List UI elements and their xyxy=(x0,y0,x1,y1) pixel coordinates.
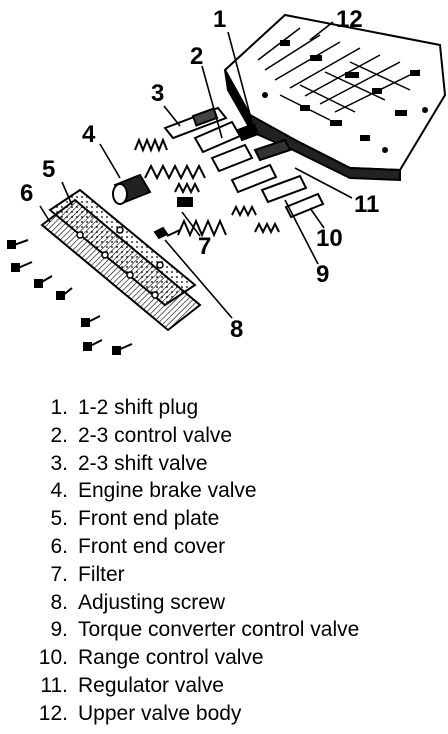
legend-number: 5. xyxy=(50,507,68,531)
legend-item: 5. Front end plate xyxy=(30,505,359,533)
legend-number: 8. xyxy=(50,590,68,614)
legend-label: Regulator valve xyxy=(78,673,224,697)
legend-label: 2-3 shift valve xyxy=(78,451,208,475)
callout-5: 5 xyxy=(42,156,55,183)
callout-9: 9 xyxy=(316,261,329,288)
legend-label: Range control valve xyxy=(78,646,264,670)
legend-item: 12. Upper valve body xyxy=(30,700,359,728)
legend-item: 4. Engine brake valve xyxy=(30,477,359,505)
legend-label: 1-2 shift plug xyxy=(78,396,199,419)
legend-number: 1. xyxy=(50,396,68,419)
legend-label: Torque converter control valve xyxy=(78,618,360,642)
callout-3: 3 xyxy=(151,80,164,107)
legend-label: Front end plate xyxy=(78,507,220,531)
legend-item: 11. Regulator valve xyxy=(30,672,359,700)
legend-item: 6. Front end cover xyxy=(30,533,359,561)
legend-number: 7. xyxy=(50,562,68,586)
exploded-valve-body-diagram: 1 2 3 4 5 6 7 8 9 10 11 12 xyxy=(7,6,447,355)
legend-item: 8. Adjusting screw xyxy=(30,589,359,617)
legend-number: 4. xyxy=(50,479,68,503)
legend-number: 11. xyxy=(40,673,68,697)
legend-label: Filter xyxy=(78,562,125,586)
legend-label: Engine brake valve xyxy=(78,479,257,503)
callout-2: 2 xyxy=(190,43,203,70)
legend-number: 2. xyxy=(50,423,68,447)
callout-4: 4 xyxy=(82,121,96,148)
legend-item: 9. Torque converter control valve xyxy=(30,616,359,644)
callout-12: 12 xyxy=(336,6,363,33)
callout-8: 8 xyxy=(230,316,243,343)
legend-label: 2-3 control valve xyxy=(78,423,233,447)
legend-item: 10. Range control valve xyxy=(30,644,359,672)
callout-7: 7 xyxy=(198,233,211,260)
callout-numbers: 1 2 3 4 5 6 7 8 9 10 11 12 xyxy=(20,6,379,343)
legend-label: Adjusting screw xyxy=(78,590,226,614)
callout-1: 1 xyxy=(213,6,226,33)
legend-number: 10. xyxy=(38,646,68,670)
valve-spools xyxy=(112,106,325,219)
leader-lines xyxy=(39,21,353,319)
bolts xyxy=(7,239,133,355)
legend-item: 7. Filter xyxy=(30,561,359,589)
legend-item: 2. 2-3 control valve xyxy=(30,422,359,450)
callout-6: 6 xyxy=(20,180,33,207)
parts-legend: 1.1-2 shift plug 2.2-3 control valve 3.2… xyxy=(30,394,360,728)
callout-11: 11 xyxy=(354,191,379,218)
legend-number: 6. xyxy=(50,534,68,558)
legend-label: Upper valve body xyxy=(78,701,242,725)
filter-and-screw xyxy=(153,197,193,240)
front-end-plate-and-cover xyxy=(40,188,202,332)
upper-valve-body xyxy=(223,13,447,182)
legend-item: 1. 1-2 shift plug xyxy=(30,394,359,422)
callout-10: 10 xyxy=(316,225,343,252)
springs xyxy=(134,137,280,238)
legend-item: 3. 2-3 shift valve xyxy=(30,450,359,478)
legend-label: Front end cover xyxy=(78,534,226,558)
legend-number: 12. xyxy=(38,701,68,725)
legend-number: 3. xyxy=(50,451,68,475)
legend-number: 9. xyxy=(50,618,68,642)
